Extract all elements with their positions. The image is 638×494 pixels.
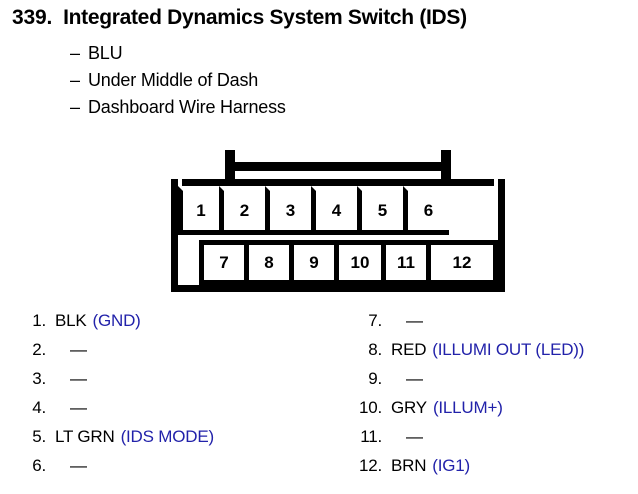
pin-function: (ILLUM+) (432, 398, 503, 417)
pin-function: (ILLUMI OUT (LED)) (432, 340, 585, 359)
connector-diagram: 1 2 3 4 5 6 7 8 9 10 11 12 (171, 150, 505, 292)
connector-row-top: 1 2 3 4 5 6 (178, 186, 498, 235)
pin-empty-dash: — (406, 369, 423, 388)
pin-list-item: 4. — (20, 398, 223, 427)
pin-list-item: 8. RED (ILLUMI OUT (LED)) (356, 340, 593, 369)
page-title: 339. Integrated Dynamics System Switch (I… (12, 6, 467, 30)
entry-title: Integrated Dynamics System Switch (IDS) (63, 6, 467, 29)
pin-list-item: 7. — (356, 311, 593, 340)
pin-empty-dash: — (70, 398, 87, 417)
pin-list-item: 11. — (356, 427, 593, 456)
connector-top-filler (449, 186, 498, 235)
pin-number: 3. (32, 369, 46, 388)
connector-pin-2[interactable]: 2 (219, 186, 270, 235)
pin-list-item: 2. — (20, 340, 223, 369)
connector-pin-9[interactable]: 9 (289, 240, 339, 285)
detail-item-harness: –Dashboard Wire Harness (70, 94, 286, 121)
dash-bullet-icon: – (70, 43, 80, 63)
pin-number: 7. (368, 311, 382, 330)
pin-list-right: 7. — 8. RED (ILLUMI OUT (LED)) 9. — 10. GRY (I… (356, 311, 593, 485)
pin-number: 6. (32, 456, 46, 475)
connector-pin-3[interactable]: 3 (265, 186, 316, 235)
pin-list-item: 3. — (20, 369, 223, 398)
pin-number: 9. (368, 369, 382, 388)
detail-item-connector-color: –BLU (70, 40, 286, 67)
pin-empty-dash: — (406, 311, 423, 330)
pin-empty-dash: — (70, 340, 87, 359)
connector-pin-1[interactable]: 1 (178, 186, 224, 235)
pin-empty-dash: — (70, 456, 87, 475)
connector-pin-11[interactable]: 11 (381, 240, 431, 285)
connector-pin-8[interactable]: 8 (244, 240, 294, 285)
pin-number: 11. (360, 427, 382, 446)
dash-bullet-icon: – (70, 70, 80, 90)
entry-number: 339. (12, 6, 53, 29)
dash-bullet-icon: – (70, 97, 80, 117)
pin-list-item: 10. GRY (ILLUM+) (356, 398, 593, 427)
detail-item-label: Under Middle of Dash (88, 70, 259, 90)
detail-item-label: BLU (88, 43, 123, 63)
pin-list-item: 1. BLK (GND) (20, 311, 223, 340)
pin-list-item: 5. LT GRN (IDS MODE) (20, 427, 223, 456)
connector-latch-crossbar (225, 162, 451, 171)
connector-notch-left (171, 179, 189, 190)
pin-wire-color: BLK (55, 311, 87, 330)
pin-empty-dash: — (70, 369, 87, 388)
pin-wire-color: BRN (391, 456, 427, 475)
pin-number: 12. (358, 456, 382, 475)
connector-pin-4[interactable]: 4 (311, 186, 362, 235)
pin-function: (IG1) (432, 456, 471, 475)
pin-wire-color: RED (391, 340, 427, 359)
connector-pin-5[interactable]: 5 (357, 186, 408, 235)
pin-list-item: 9. — (356, 369, 593, 398)
connector-notch-right (487, 179, 505, 190)
pin-wire-color: LT GRN (55, 427, 115, 446)
pin-number: 4. (32, 398, 46, 417)
connector-pin-12[interactable]: 12 (426, 240, 498, 285)
connector-pin-6[interactable]: 6 (403, 186, 454, 235)
pin-wire-color: GRY (391, 398, 427, 417)
detail-list: –BLU –Under Middle of Dash –Dashboard Wi… (70, 40, 286, 121)
pin-number: 8. (368, 340, 382, 359)
connector-pin-10[interactable]: 10 (334, 240, 386, 285)
pin-list-item: 12. BRN (IG1) (356, 456, 593, 485)
pin-number: 2. (32, 340, 46, 359)
pin-list-left: 1. BLK (GND) 2. — 3. — 4. — 5. LT GRN (IDS MODE… (20, 311, 223, 485)
pin-function: (IDS MODE) (120, 427, 215, 446)
detail-item-location: –Under Middle of Dash (70, 67, 286, 94)
pin-number: 1. (32, 311, 46, 330)
pin-list-item: 6. — (20, 456, 223, 485)
pin-number: 10. (358, 398, 382, 417)
connector-row-bottom: 7 8 9 10 11 12 (178, 240, 498, 285)
pin-function: (GND) (92, 311, 141, 330)
detail-item-label: Dashboard Wire Harness (88, 97, 286, 117)
pin-empty-dash: — (406, 427, 423, 446)
connector-pin-7[interactable]: 7 (199, 240, 249, 285)
pin-number: 5. (32, 427, 46, 446)
